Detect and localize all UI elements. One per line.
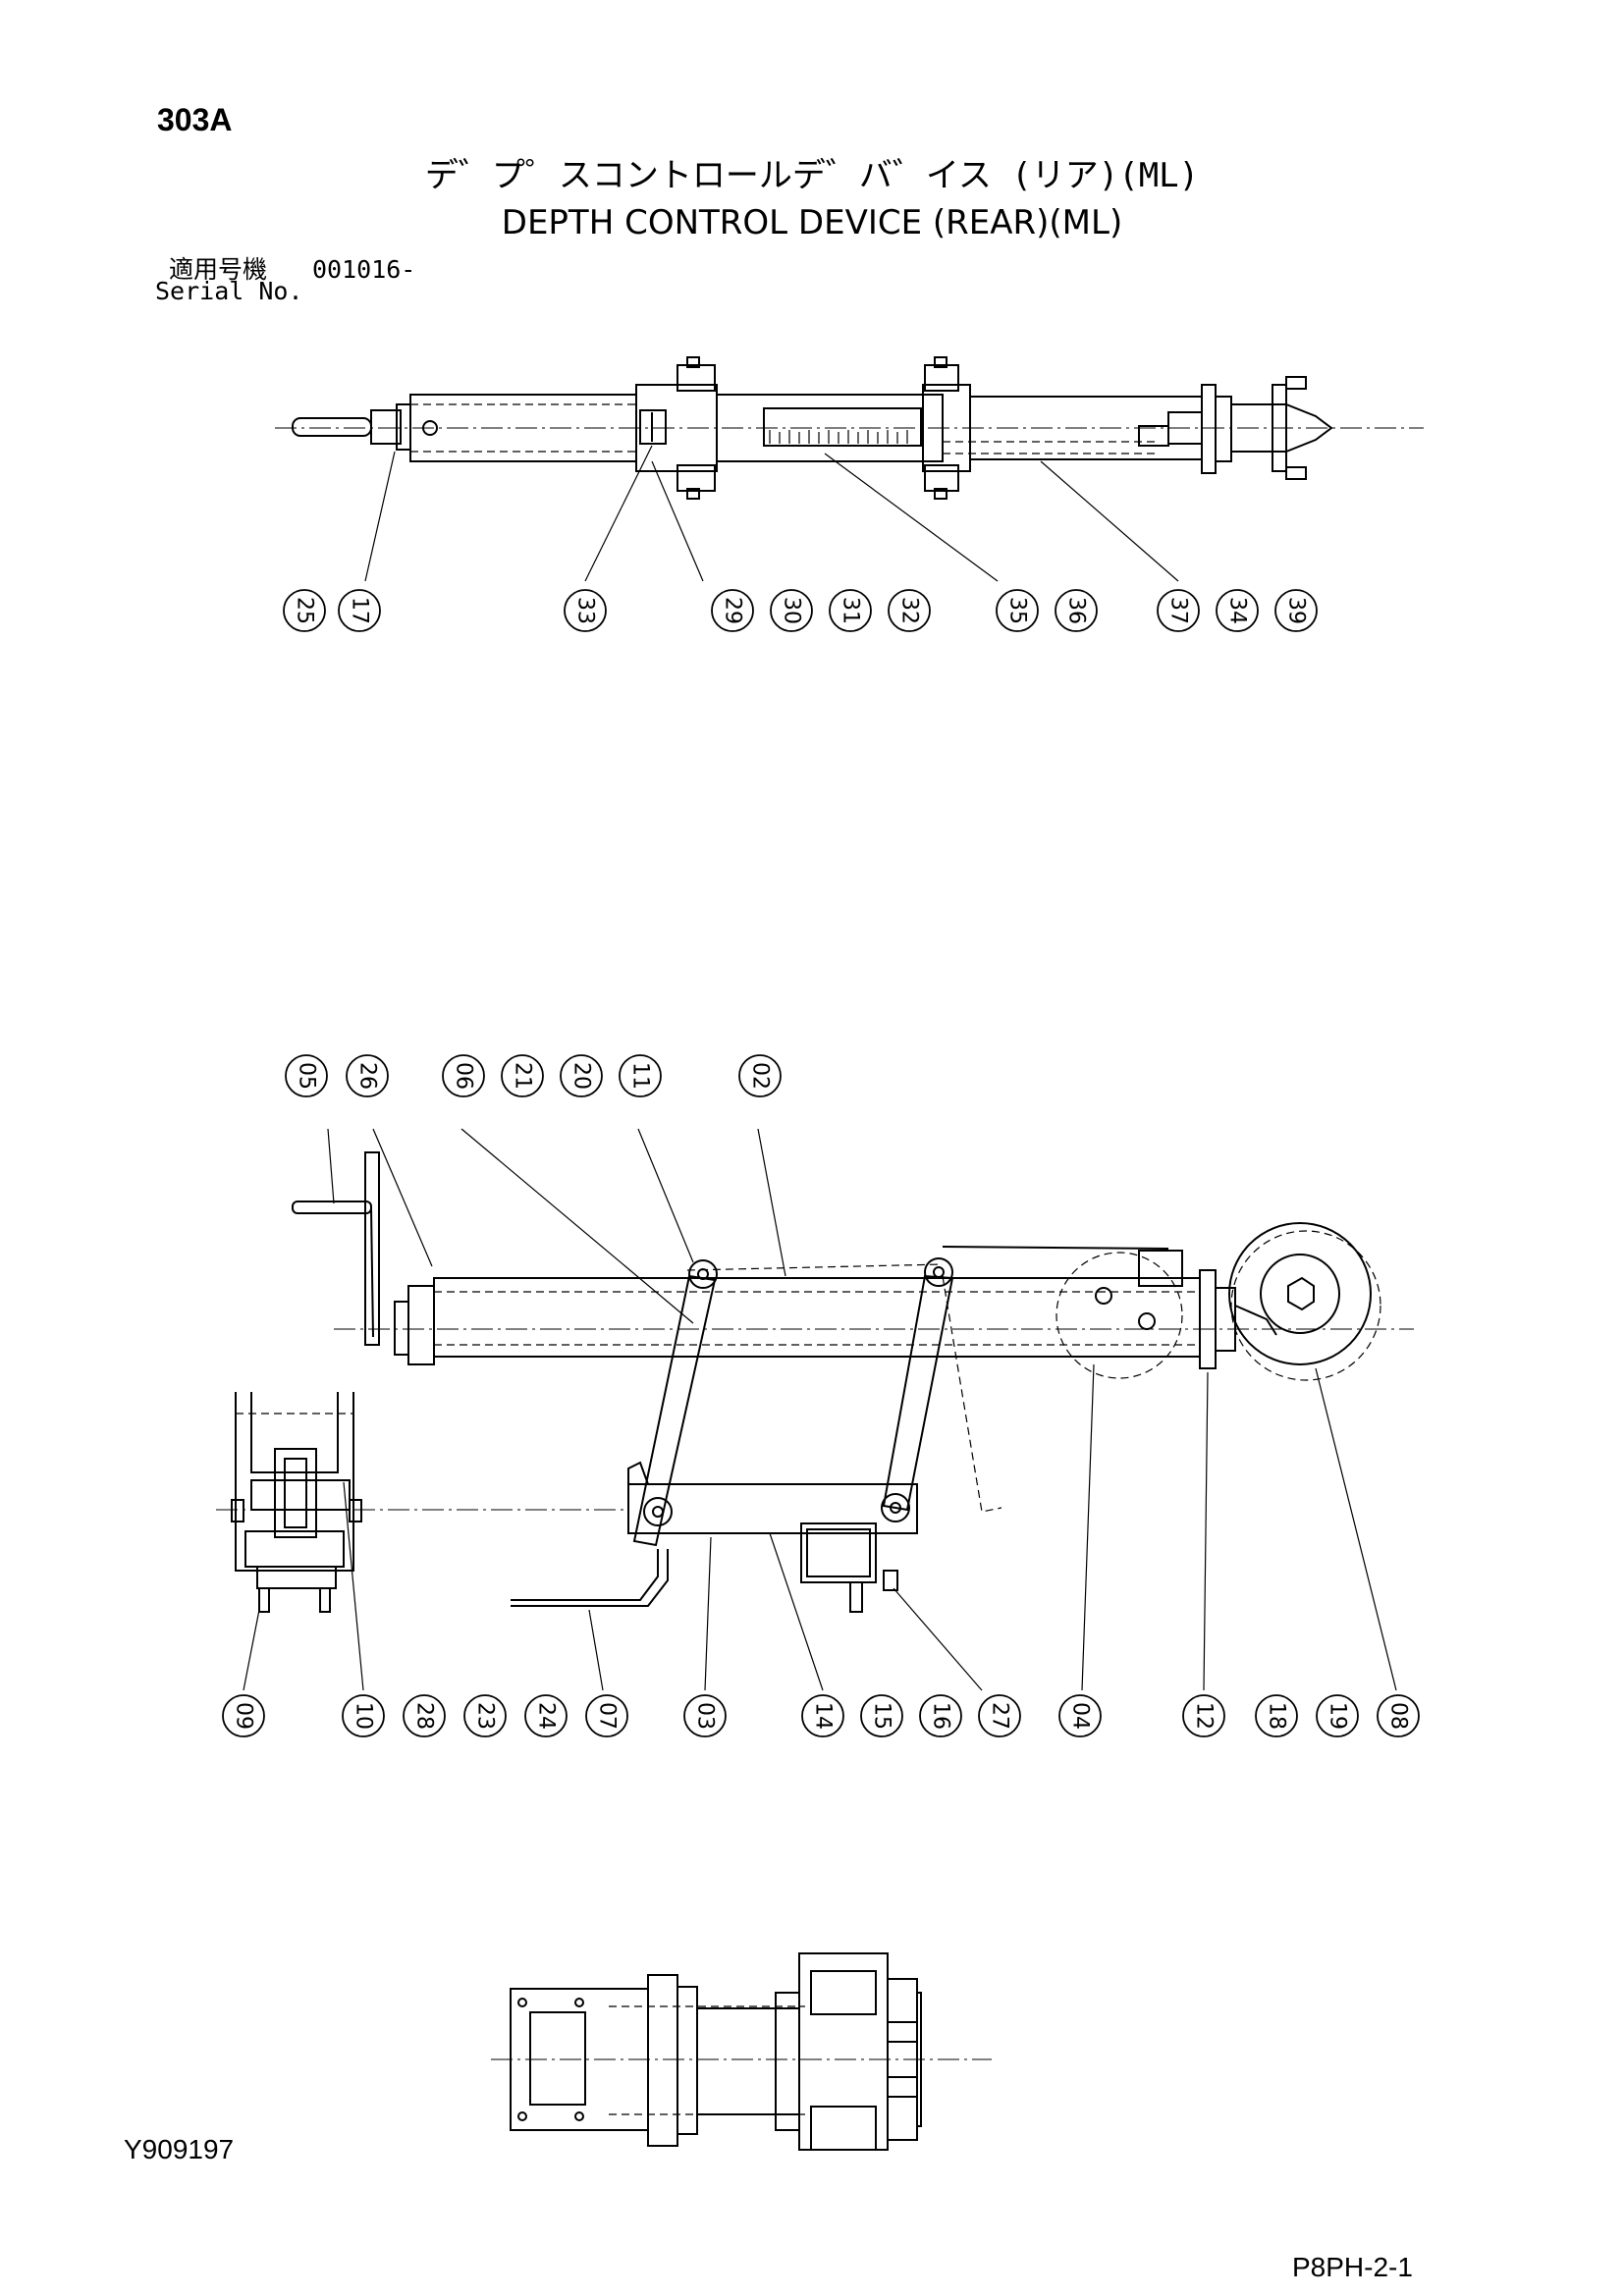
callout-23: 23: [463, 1694, 507, 1737]
serial-label-english: Serial No.: [155, 277, 303, 305]
callout-06: 06: [442, 1054, 485, 1097]
callout-label: 23: [473, 1702, 498, 1730]
callout-label: 02: [748, 1062, 773, 1090]
callout-label: 29: [721, 597, 745, 624]
top-view-drawing: [275, 356, 1424, 500]
callout-28: 28: [403, 1694, 446, 1737]
callout-10: 10: [342, 1694, 385, 1737]
callout-35: 35: [996, 589, 1039, 632]
callout-15: 15: [860, 1694, 903, 1737]
callouts-side-view-upper: 05 26 06 21 20 11 02: [285, 1054, 782, 1097]
callout-label: 27: [988, 1702, 1012, 1730]
callout-14: 14: [801, 1694, 844, 1737]
callout-label: 11: [628, 1062, 653, 1090]
callout-label: 14: [811, 1702, 836, 1730]
callout-02: 02: [738, 1054, 782, 1097]
callout-label: 36: [1064, 597, 1089, 624]
callout-label: 37: [1166, 597, 1191, 624]
callout-08: 08: [1377, 1694, 1420, 1737]
callout-label: 08: [1386, 1702, 1411, 1730]
callout-20: 20: [560, 1054, 603, 1097]
callout-label: 10: [352, 1702, 376, 1730]
callout-27: 27: [978, 1694, 1021, 1737]
callout-label: 21: [511, 1062, 535, 1090]
callout-05: 05: [285, 1054, 328, 1097]
callout-label: 30: [780, 597, 804, 624]
callout-label: 17: [348, 597, 372, 624]
side-view-drawing: [216, 1151, 1414, 1613]
callout-label: 18: [1265, 1702, 1289, 1730]
callout-26: 26: [346, 1054, 389, 1097]
title-japanese: デ゛プ゜スコントロールデ゛バ゛イス (リア)(ML): [424, 156, 1200, 195]
callouts-side-view-lower: 09 10 28 23 24 07 03 14 15 16 27 04 12 18 19 08: [222, 1694, 1420, 1737]
callout-label: 04: [1068, 1702, 1093, 1730]
callout-label: 35: [1005, 597, 1030, 624]
callout-label: 15: [870, 1702, 894, 1730]
callout-label: 26: [355, 1062, 380, 1090]
callout-label: 31: [839, 597, 863, 624]
serial-code: 001016-: [312, 255, 416, 284]
callout-33: 33: [564, 589, 607, 632]
callout-label: 25: [293, 597, 317, 624]
callout-19: 19: [1316, 1694, 1359, 1737]
callout-34: 34: [1216, 589, 1259, 632]
callout-37: 37: [1157, 589, 1200, 632]
callout-21: 21: [501, 1054, 544, 1097]
callout-label: 06: [452, 1062, 476, 1090]
callout-label: 20: [569, 1062, 594, 1090]
serial-label-japanese: 適用号機: [169, 255, 268, 284]
callout-label: 03: [693, 1702, 718, 1730]
document-id: Y909197: [124, 2134, 235, 2164]
callout-label: 19: [1326, 1702, 1350, 1730]
callout-label: 12: [1192, 1702, 1217, 1730]
callout-32: 32: [888, 589, 931, 632]
callout-07: 07: [585, 1694, 628, 1737]
callouts-top-view: 25 17 33 29 30 31 32 35 36 37 34 39: [283, 589, 1318, 632]
callout-04: 04: [1058, 1694, 1102, 1737]
callout-39: 39: [1274, 589, 1318, 632]
callout-label: 39: [1284, 597, 1309, 624]
callout-30: 30: [770, 589, 813, 632]
callout-29: 29: [711, 589, 754, 632]
callout-36: 36: [1055, 589, 1098, 632]
callout-25: 25: [283, 589, 326, 632]
callout-12: 12: [1182, 1694, 1225, 1737]
plan-view-drawing: [491, 1952, 992, 2151]
title-english: DEPTH CONTROL DEVICE (REAR)(ML): [501, 203, 1123, 242]
callout-09: 09: [222, 1694, 265, 1737]
callout-label: 28: [412, 1702, 437, 1730]
callout-03: 03: [683, 1694, 727, 1737]
leader-lines: [243, 445, 1397, 1691]
callout-label: 16: [929, 1702, 953, 1730]
page-code: 303A: [157, 102, 233, 137]
callout-24: 24: [524, 1694, 568, 1737]
callout-16: 16: [919, 1694, 962, 1737]
callout-label: 09: [232, 1702, 256, 1730]
callout-label: 07: [595, 1702, 620, 1730]
callout-18: 18: [1255, 1694, 1298, 1737]
callout-17: 17: [338, 589, 381, 632]
page-id: P8PH-2-1: [1292, 2252, 1413, 2282]
callout-label: 32: [897, 597, 922, 624]
callout-label: 33: [573, 597, 598, 624]
callout-31: 31: [829, 589, 872, 632]
callout-11: 11: [619, 1054, 662, 1097]
callout-label: 24: [534, 1702, 559, 1730]
callout-label: 05: [295, 1062, 319, 1090]
callout-label: 34: [1225, 597, 1250, 624]
